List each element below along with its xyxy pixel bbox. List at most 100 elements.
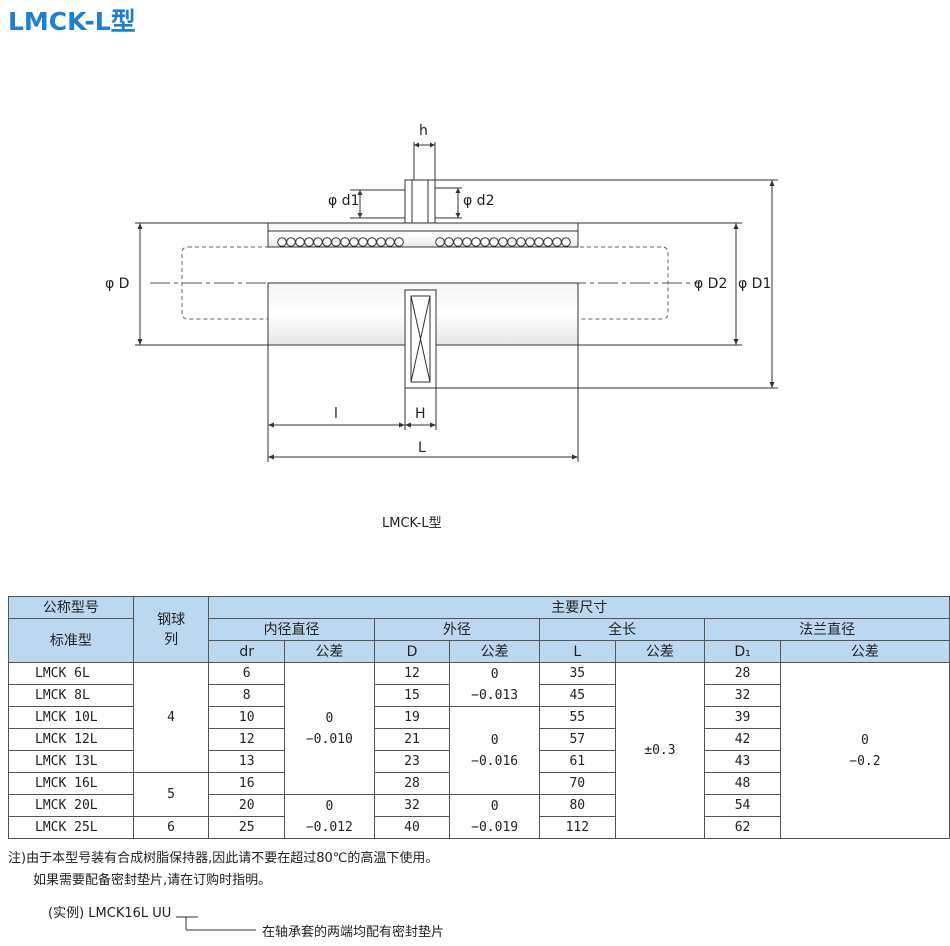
cell-tol-dr: 0 −0.012: [284, 794, 375, 839]
cell-D: 23: [373, 750, 451, 773]
cell-D1: 28: [704, 662, 781, 685]
ball-bearing-element: [394, 237, 404, 247]
ball-bearing-element: [286, 237, 296, 247]
header-standard: 标准型: [8, 618, 134, 663]
ball-bearing-element: [462, 237, 472, 247]
ball-bearing-element: [358, 237, 368, 247]
cell-model: LMCK 12L: [8, 728, 134, 751]
cell-dr: 10: [208, 706, 285, 729]
drawing-caption: LMCK-L型: [382, 516, 442, 531]
cell-tol-dr: 0 −0.010: [284, 662, 375, 795]
cell-tol-D: 0 −0.013: [449, 662, 540, 707]
cell-L: 112: [538, 816, 616, 839]
cell-D1: 42: [704, 728, 781, 751]
cell-D: 15: [373, 684, 451, 707]
ball-bearing-element: [552, 237, 562, 247]
cell-D1: 43: [704, 750, 781, 773]
label-D1: φ D1: [738, 276, 771, 292]
header-tol-L: 公差: [614, 640, 706, 663]
label-d1: φ d1: [328, 193, 359, 209]
ball-bearing-element: [561, 237, 571, 247]
header-D: D: [373, 640, 451, 663]
cell-balls: 6: [132, 816, 210, 839]
ball-bearing-element: [277, 237, 287, 247]
ball-bearing-element: [498, 237, 508, 247]
cell-dr: 20: [208, 794, 285, 817]
ball-bearing-element: [313, 237, 323, 247]
header-main: 主要尺寸: [208, 596, 950, 619]
cell-dr: 6: [208, 662, 285, 685]
ball-bearing-element: [525, 237, 535, 247]
cell-D: 32: [373, 794, 451, 817]
cell-L: 45: [538, 684, 616, 707]
header-balls: 钢球 列: [132, 596, 210, 663]
cell-L: 70: [538, 772, 616, 795]
cell-dr: 12: [208, 728, 285, 751]
cell-tol-D: 0 −0.016: [449, 706, 540, 795]
cell-D1: 32: [704, 684, 781, 707]
spec-table: 公称型号 钢球 列 主要尺寸 标准型 内径直径 外径 全长 法兰直径 dr 公差…: [8, 596, 950, 839]
cell-D: 28: [373, 772, 451, 795]
label-d2: φ d2: [463, 193, 494, 209]
cell-D: 12: [373, 662, 451, 685]
ball-bearing-element: [304, 237, 314, 247]
label-l: l: [334, 406, 338, 422]
header-inner: 内径直径: [208, 618, 375, 641]
cell-D1: 62: [704, 816, 781, 839]
ball-bearing-element: [471, 237, 481, 247]
cell-model: LMCK 20L: [8, 794, 134, 817]
header-outer: 外径: [373, 618, 540, 641]
example-prefix: (实例): [48, 906, 85, 921]
table-row: LMCK 16L 5 16 28 70 48: [8, 772, 950, 817]
ball-bearing-element: [489, 237, 499, 247]
ball-bearing-element: [516, 237, 526, 247]
ball-bearing-element: [340, 237, 350, 247]
header-flange: 法兰直径: [704, 618, 950, 641]
cell-model: LMCK 8L: [8, 684, 134, 707]
header-D1: D₁: [704, 640, 781, 663]
notes: 注)由于本型号装有合成树脂保持器,因此请不要在超过80℃的高温下使用。 如果需要…: [8, 848, 438, 892]
cell-model: LMCK 6L: [8, 662, 134, 685]
ball-bearing-element: [435, 237, 445, 247]
example-code: LMCK16L: [88, 906, 149, 921]
header-L: L: [538, 640, 616, 663]
label-D2: φ D2: [694, 276, 727, 292]
header-tol-D1: 公差: [779, 640, 950, 663]
ball-bearing-element: [376, 237, 386, 247]
cell-dr: 16: [208, 772, 285, 795]
cell-L: 35: [538, 662, 616, 685]
cell-tol-L: ±0.3: [614, 662, 706, 839]
cell-L: 80: [538, 794, 616, 817]
ball-bearing-element: [331, 237, 341, 247]
header-tol-dr: 公差: [284, 640, 375, 663]
note-line-2: 如果需要配备密封垫片,请在订购时指明。: [33, 873, 272, 888]
table-row: LMCK 10L 10 19 0 −0.016 55 39: [8, 706, 950, 795]
ball-bearing-element: [322, 237, 332, 247]
header-nominal: 公称型号: [8, 596, 134, 619]
ball-bearing-element: [367, 237, 377, 247]
cell-D1: 54: [704, 794, 781, 817]
cell-D: 40: [373, 816, 451, 839]
cell-L: 55: [538, 706, 616, 729]
cell-balls: 5: [132, 772, 210, 817]
header-tol-D: 公差: [449, 640, 540, 663]
ball-bearing-element: [534, 237, 544, 247]
cell-model: LMCK 25L: [8, 816, 134, 839]
ball-bearing-element: [349, 237, 359, 247]
cell-dr: 8: [208, 684, 285, 707]
cell-L: 61: [538, 750, 616, 773]
ball-bearing-element: [480, 237, 490, 247]
label-D: φ D: [105, 276, 129, 292]
ball-bearing-element: [295, 237, 305, 247]
label-H: H: [415, 406, 426, 422]
technical-drawing: h φ d1 φ d2 φ D φ D2 φ D1 l H L: [105, 123, 778, 462]
example-suffix: UU: [152, 906, 172, 921]
cell-D: 19: [373, 706, 451, 729]
table-row: LMCK 13L 13 23 61 43: [8, 750, 950, 773]
order-example: (实例) LMCK16L UU: [48, 902, 171, 921]
cell-dr: 25: [208, 816, 285, 839]
example-description: 在轴承套的两端均配有密封垫片: [262, 925, 445, 940]
cell-tol-D: 0 −0.019: [449, 794, 540, 839]
cell-D1: 48: [704, 772, 781, 795]
table-row: LMCK 25L 6 25 40 112 62: [8, 816, 950, 839]
